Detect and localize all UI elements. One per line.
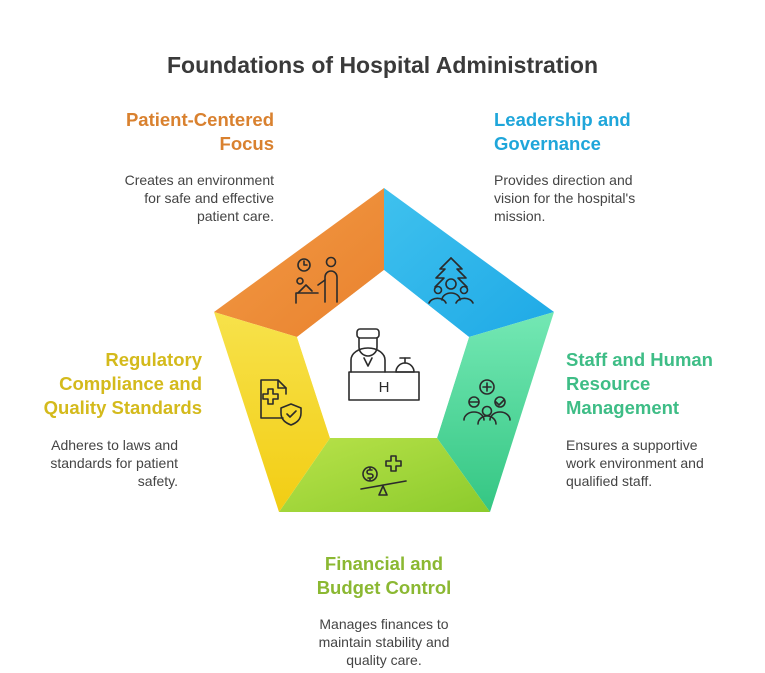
leadership-heading: Leadership and Governance: [494, 108, 631, 156]
patient-centered-description: Creates an environment for safe and effe…: [125, 171, 274, 225]
hospital-reception-icon: H: [348, 328, 420, 401]
segment-regulatory: [214, 312, 330, 512]
heading-line: Governance: [494, 133, 601, 154]
regulatory-heading: Regulatory Compliance and Quality Standa…: [44, 348, 202, 420]
leadership-tree-icon: [428, 257, 474, 304]
description-line: quality care.: [346, 652, 422, 668]
heading-line: Staff and Human: [566, 349, 713, 370]
leadership-description: Provides direction and vision for the ho…: [494, 171, 635, 225]
description-line: for safe and effective: [144, 190, 274, 206]
heading-line: Management: [566, 397, 680, 418]
patient-care-icon: [295, 256, 338, 304]
description-line: Ensures a supportive: [566, 437, 698, 453]
description-line: mission.: [494, 208, 546, 224]
description-line: Provides direction and: [494, 172, 633, 188]
staff-description: Ensures a supportive work environment an…: [566, 436, 704, 490]
description-line: qualified staff.: [566, 473, 653, 489]
description-line: safety.: [137, 473, 178, 489]
description-line: standards for patient: [50, 455, 178, 471]
description-line: patient care.: [196, 208, 274, 224]
regulatory-description: Adheres to laws and standards for patien…: [50, 436, 178, 490]
heading-line: Leadership and: [494, 109, 631, 130]
diagram-title: Foundations of Hospital Administration: [166, 52, 598, 78]
heading-line: Resource: [566, 373, 651, 394]
heading-line: Quality Standards: [43, 397, 202, 418]
svg-text:H: H: [379, 379, 390, 396]
staff-group-icon: [463, 379, 511, 425]
description-line: Creates an environment: [124, 172, 274, 188]
financial-heading: Financial and Budget Control: [284, 552, 484, 600]
staff-heading: Staff and Human Resource Management: [566, 348, 713, 420]
budget-balance-icon: [360, 455, 407, 496]
financial-description: Manages finances to maintain stability a…: [284, 615, 484, 669]
heading-line: Compliance and: [59, 373, 202, 394]
description-line: Manages finances to: [319, 616, 449, 632]
description-line: vision for the hospital's: [494, 190, 636, 206]
heading-line: Focus: [219, 133, 274, 154]
patient-centered-heading: Patient-Centered Focus: [126, 108, 274, 156]
description-line: work environment and: [566, 455, 704, 471]
description-line: Adheres to laws and: [51, 437, 178, 453]
heading-line: Regulatory: [105, 349, 202, 370]
segment-leadership: [384, 188, 554, 337]
document-shield-icon: [260, 379, 302, 426]
heading-line: Budget Control: [316, 577, 452, 598]
description-line: maintain stability and: [318, 634, 450, 650]
heading-line: Financial and: [324, 553, 444, 574]
heading-line: Patient-Centered: [125, 109, 274, 130]
segment-financial: [279, 438, 490, 512]
